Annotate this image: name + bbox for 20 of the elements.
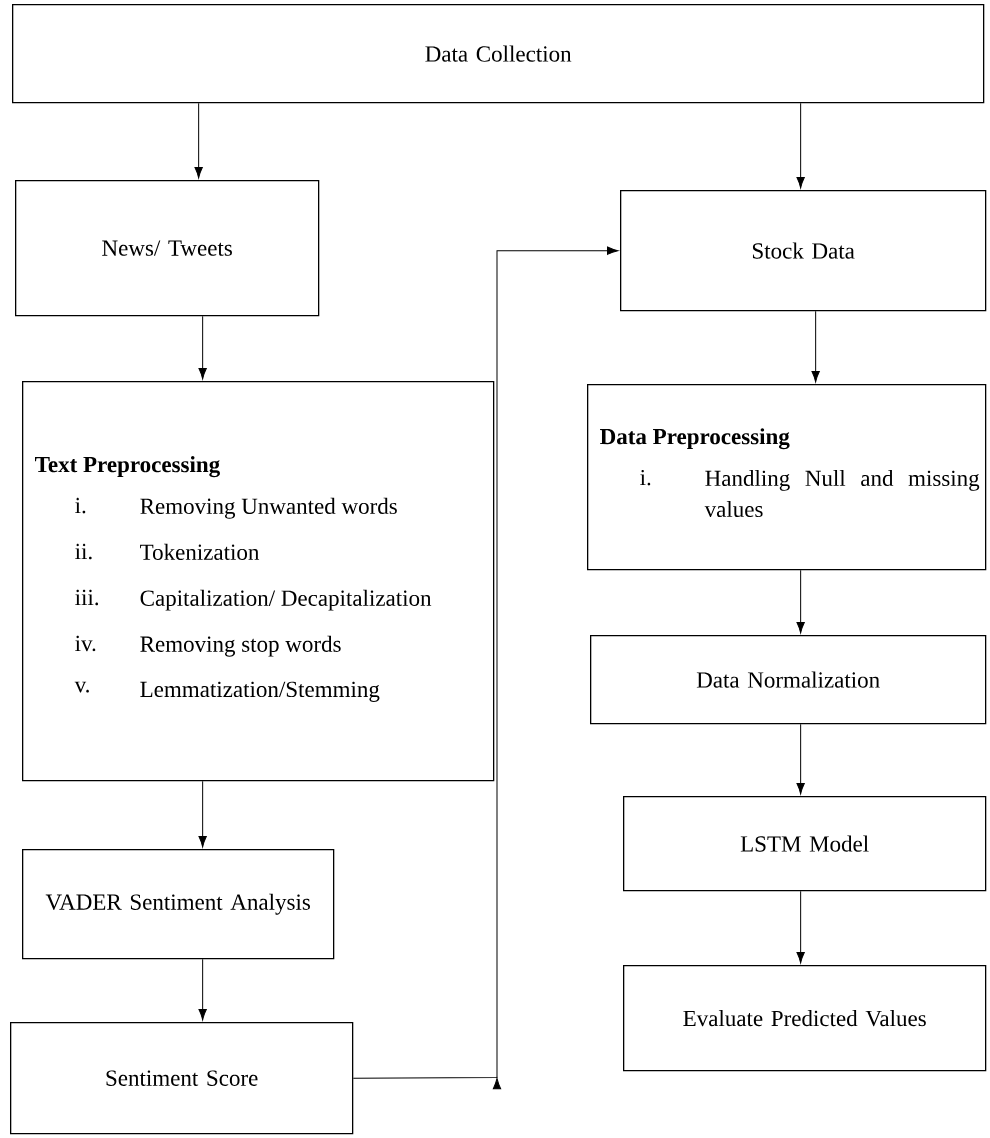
process-box: Evaluate Predicted Values	[623, 965, 987, 1072]
arrow	[796, 890, 805, 964]
process-box: Sentiment Score	[10, 1022, 354, 1135]
arrow	[198, 315, 207, 380]
arrow	[796, 569, 805, 634]
process-box: Stock Data	[620, 190, 987, 312]
arrow	[198, 780, 207, 848]
process-box: VADER Sentiment Analysis	[22, 849, 335, 960]
process-box: Data Preprocessing i. Handling Null and missing values	[587, 384, 987, 571]
process-box: Data Normalization	[590, 635, 987, 725]
process-box: LSTM Model	[623, 796, 987, 892]
arrow	[194, 102, 203, 179]
process-box: News/ Tweets	[15, 180, 320, 317]
process-box: Data Collection	[12, 4, 985, 104]
arrow	[811, 310, 820, 383]
process-box: Text Preprocessing i. Removing Unwanted words ii. Tokenization iii. Capitalization/ Decapitalization iv. Removing stop words v. Lemmatization/Stemming	[22, 381, 495, 782]
arrow	[796, 102, 805, 189]
arrow	[198, 958, 207, 1021]
arrow	[352, 246, 619, 1090]
arrow	[796, 723, 805, 795]
